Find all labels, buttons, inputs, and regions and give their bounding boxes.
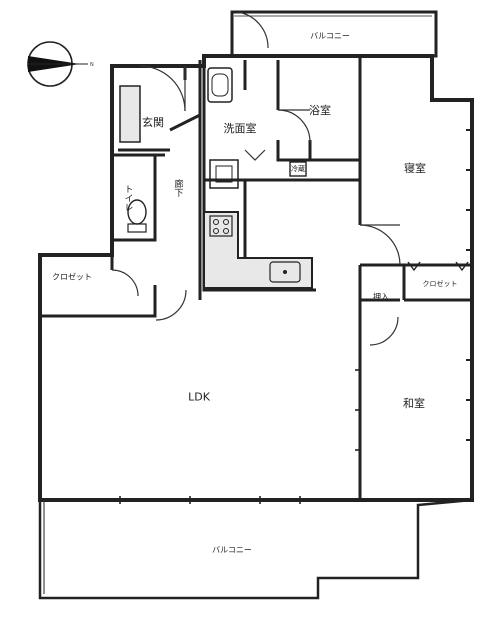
closet-markers	[289, 161, 469, 272]
fridge-space-label: 冷蔵	[291, 165, 305, 173]
entrance-shoe-cabinet	[119, 85, 141, 143]
washer-fixture	[209, 159, 239, 189]
svg-text:N: N	[90, 62, 94, 68]
balcony-top-label: バルコニー	[310, 31, 350, 41]
bathroom-label: 浴室	[309, 104, 331, 117]
door-swings	[111, 11, 401, 346]
compass-icon: N	[27, 41, 94, 87]
washroom-label: 洗面室	[223, 122, 257, 135]
closet-left-label: クロゼット	[52, 272, 92, 282]
ldk-label: LDK	[188, 390, 210, 404]
toilet-label: トイレ	[122, 184, 133, 212]
bedroom-label: 寝室	[404, 162, 426, 175]
closet-right-label: クロゼット	[422, 280, 458, 288]
balcony-bottom	[38, 498, 473, 600]
oshiire-label: 押入	[373, 292, 389, 302]
sliding-doors	[40, 369, 361, 504]
interior-walls	[40, 56, 470, 500]
balcony-bottom-label: バルコニー	[212, 545, 252, 555]
windows-right	[466, 129, 472, 441]
entrance-label: 玄関	[142, 116, 164, 129]
toilet-fixture	[127, 199, 147, 233]
washitsu-label: 和室	[403, 397, 425, 410]
vanity-fixture	[207, 67, 233, 103]
kitchen-counter	[203, 211, 313, 289]
hallway-label: 廊下	[172, 179, 183, 197]
